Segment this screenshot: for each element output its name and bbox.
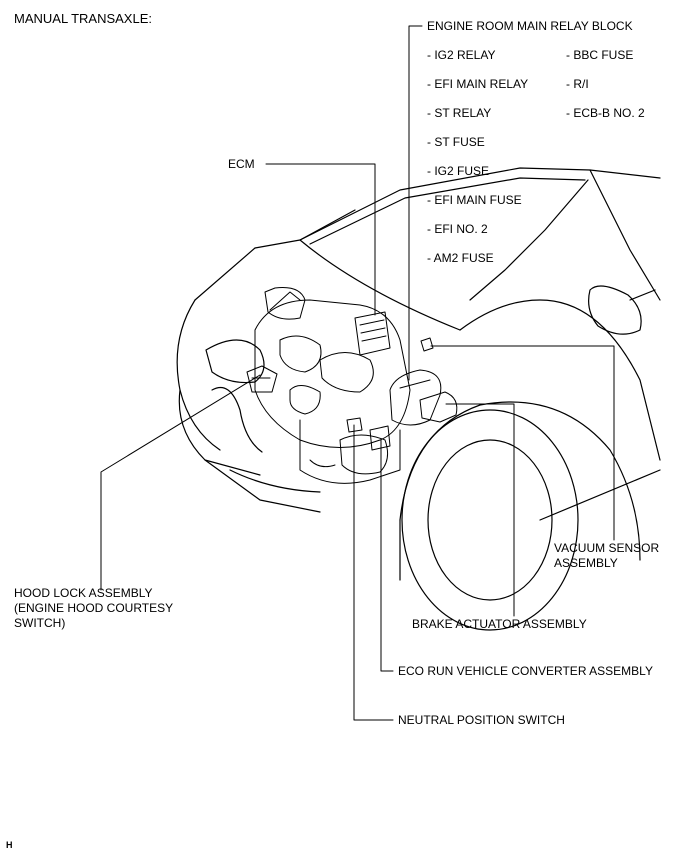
leader-eco-run [380,439,394,672]
footer-mark: H [6,840,13,850]
leader-neutral-switch [353,424,394,721]
relay-item: - EFI MAIN RELAY [427,77,529,91]
relay-item: - IG2 RELAY [427,48,496,62]
brake-actuator-label: BRAKE ACTUATOR ASSEMBLY [412,617,587,631]
eco-run-label: ECO RUN VEHICLE CONVERTER ASSEMBLY [398,664,653,678]
leader-hood-lock [100,374,261,591]
relay-item: - EFI MAIN FUSE [427,193,522,207]
leader-lines [100,25,615,721]
relay-item: - R/I [566,77,589,91]
vacuum-sensor-label: VACUUM SENSOR ASSEMBLY [554,541,660,570]
page-title: MANUAL TRANSAXLE: [14,11,152,26]
engine-assembly [246,287,458,484]
relay-item: - ST RELAY [427,106,492,120]
relay-item: - ECB-B NO. 2 [566,106,645,120]
relay-item: - BBC FUSE [566,48,634,62]
leader-ecm [265,163,376,316]
relay-item: - AM2 FUSE [427,251,494,265]
relay-block-heading: ENGINE ROOM MAIN RELAY BLOCK [427,19,633,33]
leader-relay-block [408,25,423,381]
leader-brake-actuator [445,403,515,617]
relay-item: - EFI NO. 2 [427,222,488,236]
relay-item: - ST FUSE [427,135,485,149]
hood-lock-label: HOOD LOCK ASSEMBLY (ENGINE HOOD COURTESY… [14,586,174,630]
ecm-label: ECM [228,157,255,171]
leader-vacuum-sensor [430,345,615,541]
relay-item: - IG2 FUSE [427,164,490,178]
vehicle-body [176,167,661,631]
neutral-switch-label: NEUTRAL POSITION SWITCH [398,713,565,727]
